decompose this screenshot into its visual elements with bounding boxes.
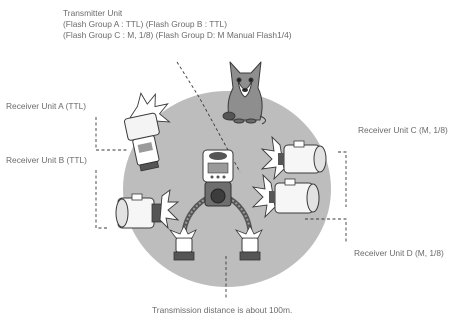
receiver-b-label: Receiver Unit B (TTL) xyxy=(6,155,87,165)
receiver-c-label: Receiver Unit C (M, 1/8) xyxy=(358,125,448,135)
receiver-d-flash-icon xyxy=(251,173,320,219)
transmitter-rig-icon xyxy=(168,149,263,261)
leader-receiver-b xyxy=(95,170,108,229)
transmitter-groups-line-2: (Flash Group C : M, 1/8) (Flash Group D:… xyxy=(63,30,292,40)
receiver-d-label: Receiver Unit D (M, 1/8) xyxy=(354,248,444,258)
transmitter-title: Transmitter Unit xyxy=(63,8,123,18)
transmission-distance-note: Transmission distance is about 100m. xyxy=(152,305,293,315)
leader-receiver-c xyxy=(338,151,347,207)
transmitter-groups-line-1: (Flash Group A : TTL) (Flash Group B : T… xyxy=(63,19,227,29)
receiver-b-flash-icon xyxy=(115,188,180,230)
leader-receiver-d xyxy=(305,218,347,244)
dog-base xyxy=(222,111,236,121)
dog-icon xyxy=(227,61,266,125)
receiver-a-label: Receiver Unit A (TTL) xyxy=(6,101,87,111)
leader-transmitter xyxy=(176,61,241,173)
receiver-c-flash-icon xyxy=(260,135,327,181)
leader-receiver-a xyxy=(95,117,128,151)
receiver-a-flash-icon xyxy=(123,92,171,172)
